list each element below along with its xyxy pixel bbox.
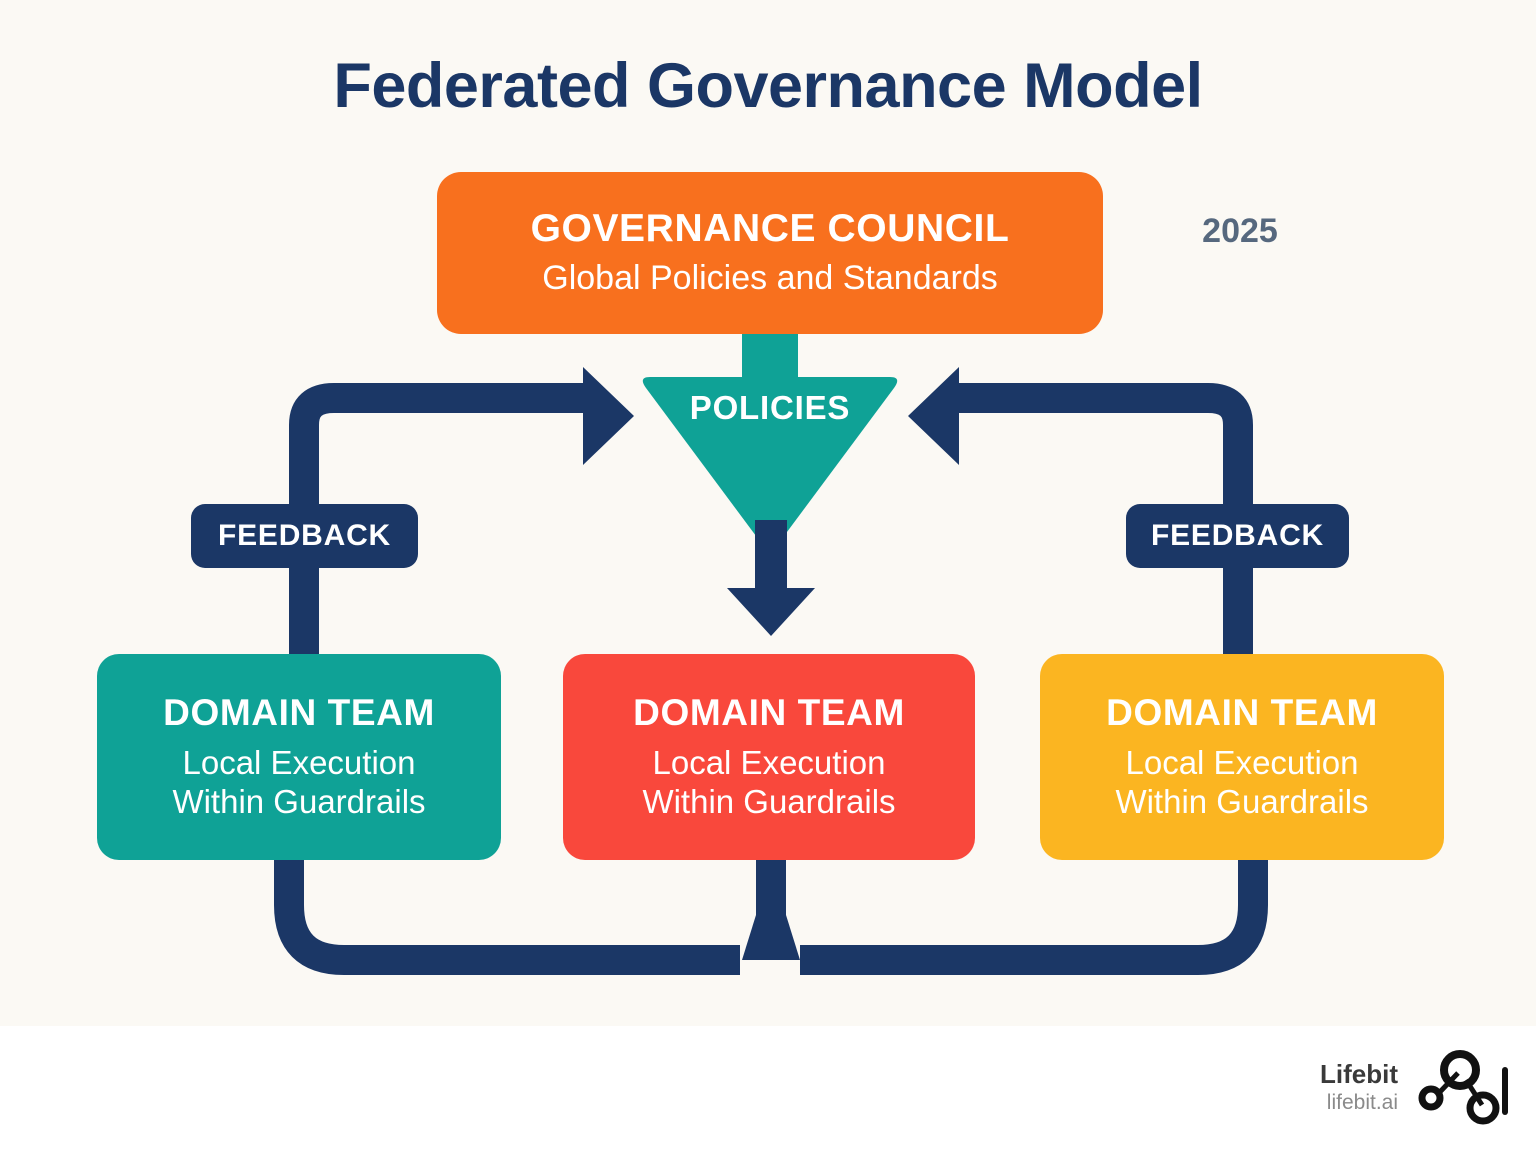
policies-arrow: [642, 322, 898, 545]
domain-team-2-line1: Local Execution: [652, 743, 886, 781]
domain-team-2-title: DOMAIN TEAM: [633, 692, 905, 734]
governance-council-subtitle: Global Policies and Standards: [542, 259, 998, 298]
feedback-badge-left[interactable]: FEEDBACK: [191, 504, 418, 568]
governance-council-box[interactable]: GOVERNANCE COUNCIL Global Policies and S…: [437, 172, 1103, 334]
year-label: 2025: [1202, 212, 1278, 250]
domain-team-1-line1: Local Execution: [182, 743, 416, 781]
policy-down-arrow: [727, 520, 815, 636]
domain-team-1-subtitle: Local Execution Within Guardrails: [172, 743, 425, 822]
domain-team-1-line2: Within Guardrails: [172, 783, 426, 821]
brand-url: lifebit.ai: [1326, 1091, 1398, 1115]
bottom-collector-paths: [274, 858, 1268, 975]
governance-council-title: GOVERNANCE COUNCIL: [530, 207, 1010, 251]
domain-team-1-title: DOMAIN TEAM: [163, 692, 435, 734]
brand-name: Lifebit: [1320, 1058, 1398, 1089]
domain-team-3-line2: Within Guardrails: [1115, 783, 1369, 821]
policies-label: POLICIES: [689, 389, 851, 426]
domain-team-box-1[interactable]: DOMAIN TEAM Local Execution Within Guard…: [97, 654, 501, 860]
brand-text: Lifebit lifebit.ai: [1320, 1058, 1398, 1117]
feedback-badge-right[interactable]: FEEDBACK: [1126, 504, 1349, 568]
domain-team-2-subtitle: Local Execution Within Guardrails: [642, 743, 895, 822]
domain-team-box-2[interactable]: DOMAIN TEAM Local Execution Within Guard…: [563, 654, 975, 860]
domain-team-3-subtitle: Local Execution Within Guardrails: [1115, 743, 1368, 822]
domain-team-3-line1: Local Execution: [1125, 743, 1359, 781]
domain-team-2-line2: Within Guardrails: [642, 783, 896, 821]
brand-lockup: Lifebit lifebit.ai: [1320, 1048, 1510, 1126]
lifebit-network-logo-icon: [1418, 1050, 1508, 1125]
page-title: Federated Governance Model: [333, 51, 1203, 121]
domain-team-3-title: DOMAIN TEAM: [1106, 692, 1378, 734]
domain-team-box-3[interactable]: DOMAIN TEAM Local Execution Within Guard…: [1040, 654, 1444, 860]
